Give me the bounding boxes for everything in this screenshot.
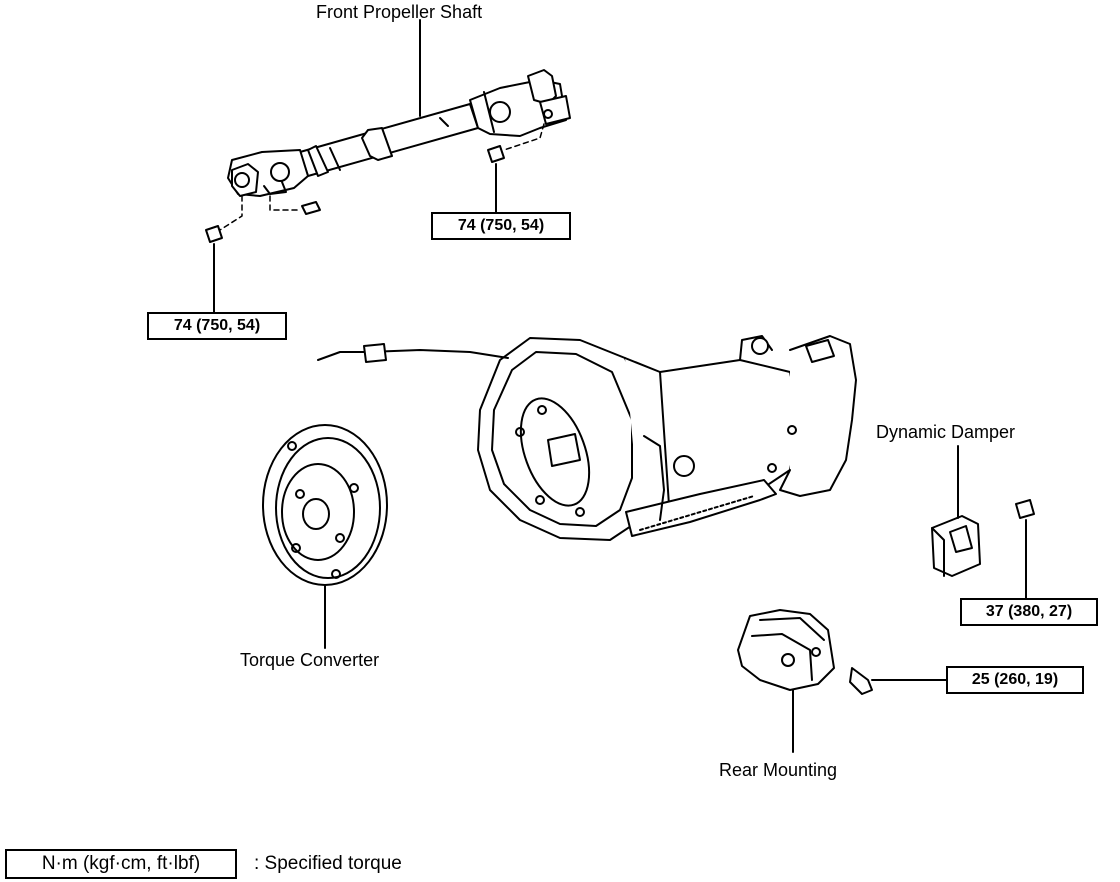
torque-converter-illustration <box>262 424 388 586</box>
front-propeller-shaft-label: Front Propeller Shaft <box>316 2 483 22</box>
rear-mounting-illustration <box>737 609 873 695</box>
torque-converter-label: Torque Converter <box>240 650 380 670</box>
dynamic-damper-illustration <box>931 499 1035 577</box>
dynamic-damper-label: Dynamic Damper <box>876 422 1016 442</box>
torque-spec-dynamic-damper: 37 (380, 27) <box>960 598 1098 626</box>
torque-spec-shaft-rear: 74 (750, 54) <box>431 212 571 240</box>
front-propeller-shaft-illustration <box>205 69 571 243</box>
rear-mounting-label: Rear Mounting <box>719 760 838 780</box>
torque-spec-rear-mounting: 25 (260, 19) <box>946 666 1084 694</box>
torque-spec-shaft-front: 74 (750, 54) <box>147 312 287 340</box>
legend-unit-box: N·m (kgf·cm, ft·lbf) <box>5 849 237 879</box>
legend-description: : Specified torque <box>254 853 402 874</box>
transmission-illustration <box>317 335 857 541</box>
